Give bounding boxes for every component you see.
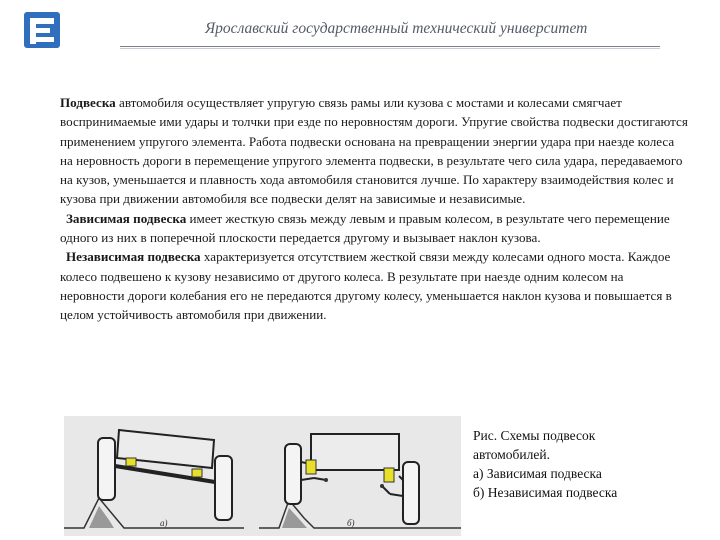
term-independent: Независимая подвеска [66,249,201,265]
header-divider [120,46,660,47]
header-title: Ярославский государственный технический … [205,20,588,37]
caption-line-3: а) Зависимая подвеска [473,466,602,481]
article-body: Подвеска автомобиля осуществляет упругую… [60,93,690,325]
figure-label-b: б) [347,518,355,528]
suspension-diagram: а) б) [64,416,461,536]
caption-line-4: б) Независимая подвеска [473,485,618,500]
header-divider-secondary [120,48,660,49]
paragraph-independent-text: характеризуется отсутствием жесткой связ… [60,249,672,323]
figure-label-a: а) [160,518,168,528]
paragraph-dependent: Зависимая подвеска имеет жесткую связь м… [60,209,690,248]
paragraph-suspension: Подвеска автомобиля осуществляет упругую… [60,93,690,209]
paragraph-suspension-text: автомобиля осуществляет упругую связь ра… [60,95,688,207]
figure-caption: Рис. Схемы подвесок автомобилей. а) Зави… [473,426,617,502]
paragraph-independent: Независимая подвеска характеризуется отс… [60,247,690,324]
caption-line-1: Рис. Схемы подвесок [473,428,596,443]
term-suspension: Подвеска [60,95,116,110]
university-logo-icon [24,12,60,48]
suspension-diagram-drawing: а) б) [64,428,461,529]
caption-line-2: автомобилей. [473,447,550,462]
paragraph-dependent-text: имеет жесткую связь между левым и правым… [60,210,670,246]
term-dependent: Зависимая подвеска [66,210,187,226]
